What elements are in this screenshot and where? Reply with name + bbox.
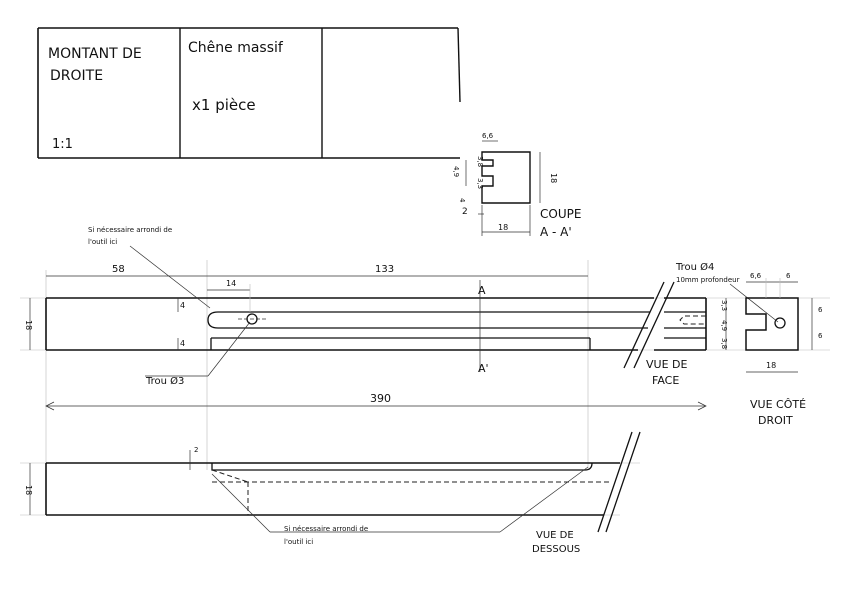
section-title-line2: A - A' bbox=[540, 225, 572, 239]
section-title-line1: COUPE bbox=[540, 207, 581, 221]
bottom-dim-height: 18 bbox=[24, 485, 33, 495]
section-dim-49: 4,9 bbox=[452, 166, 460, 177]
part-name-line1: MONTANT DE bbox=[48, 46, 142, 62]
bottom-view-title-line2: DESSOUS bbox=[532, 544, 580, 555]
section-marker-A2: A' bbox=[478, 362, 489, 375]
section-dim-4: 4 bbox=[458, 198, 466, 203]
dim-height-front: 18 bbox=[24, 320, 33, 330]
title-block: MONTANT DE DROITE 1:1 Chêne massif x1 pi… bbox=[37, 27, 461, 159]
section-dim-38: 3,8 bbox=[476, 156, 484, 167]
side-hole bbox=[774, 317, 786, 329]
dim-14: 14 bbox=[226, 279, 236, 288]
side-dim-6c: 6 bbox=[818, 332, 823, 340]
bottom-view-title-line1: VUE DE bbox=[536, 530, 574, 541]
section-dim-66: 6,6 bbox=[482, 132, 494, 140]
section-view: 6,6 4,9 3,8 3,3 4 18 2 18 COUPE A - A' bbox=[452, 132, 581, 239]
section-dim-18-width: 18 bbox=[498, 223, 508, 232]
front-view-title-line1: VUE DE bbox=[646, 358, 687, 371]
quantity-label: x1 pièce bbox=[192, 96, 256, 114]
scale-label: 1:1 bbox=[52, 137, 73, 152]
side-view-title-line2: DROIT bbox=[758, 414, 793, 427]
hole4-label-line1: Trou Ø4 bbox=[675, 261, 714, 273]
front-note-line2: l'outil ici bbox=[88, 238, 117, 246]
side-dim-66: 6,6 bbox=[750, 272, 762, 280]
bottom-view: 18 2 Si nécessaire arrondi de l'outil ic… bbox=[20, 431, 641, 555]
side-dim-6b: 6 bbox=[818, 306, 823, 314]
dim-4b: 4 bbox=[180, 339, 185, 348]
hole-4mm-hidden bbox=[679, 315, 706, 325]
side-dim-6: 6 bbox=[786, 272, 791, 280]
front-view-title-line2: FACE bbox=[652, 374, 679, 387]
dim-4a: 4 bbox=[180, 301, 185, 310]
dim-38: 3,8 bbox=[720, 338, 728, 349]
dim-390: 390 bbox=[370, 392, 391, 405]
section-marker-A: A bbox=[478, 284, 486, 297]
hole-label: Trou Ø3 bbox=[145, 375, 184, 387]
dim-33: 3,3 bbox=[720, 300, 728, 311]
dim-133: 133 bbox=[375, 264, 394, 275]
side-view: 6,6 6 6 6 18 VUE CÔTÉ DROIT bbox=[745, 272, 823, 427]
front-view: A A' 58 133 14 18 4 4 3,3 4,9 3,8 390 Si… bbox=[20, 226, 830, 515]
bottom-note-line2: l'outil ici bbox=[284, 538, 313, 546]
section-dim-18-height: 18 bbox=[549, 173, 558, 183]
dim-58: 58 bbox=[112, 264, 125, 275]
part-name-line2: DROITE bbox=[50, 68, 103, 84]
bottom-dim-2: 2 bbox=[194, 446, 198, 454]
material-label: Chêne massif bbox=[188, 40, 284, 56]
bottom-note-line1: Si nécessaire arrondi de bbox=[284, 525, 368, 533]
section-dim-2: 2 bbox=[462, 207, 468, 217]
side-dim-18: 18 bbox=[766, 361, 776, 370]
front-note-line1: Si nécessaire arrondi de bbox=[88, 226, 172, 234]
dim-49: 4,9 bbox=[720, 320, 728, 331]
section-dim-33: 3,3 bbox=[476, 178, 484, 189]
hole4-label-line2: 10mm profondeur bbox=[676, 276, 740, 284]
side-view-title-line1: VUE CÔTÉ bbox=[750, 398, 806, 411]
